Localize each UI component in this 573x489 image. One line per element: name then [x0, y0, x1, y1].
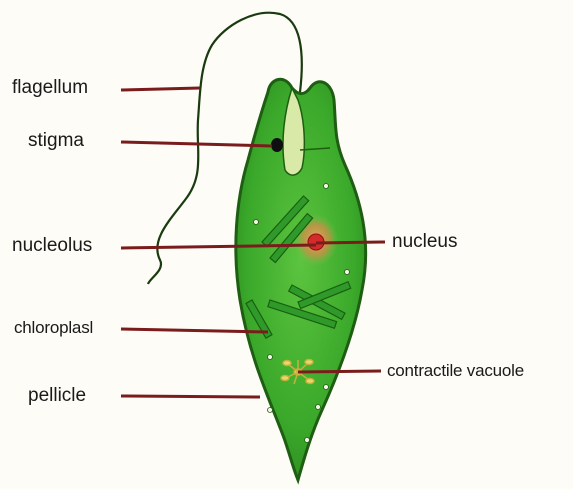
label-nucleolus: nucleolus — [12, 236, 92, 255]
leader-pellicle — [121, 396, 260, 397]
leader-stigma — [121, 142, 272, 146]
stigma-eyespot — [271, 138, 283, 152]
label-pellicle: pellicle — [28, 386, 86, 405]
leader-flagellum — [121, 88, 200, 90]
label-chloroplast: chloroplasl — [14, 319, 93, 336]
leader-contractile-vacuole — [298, 371, 381, 372]
label-flagellum: flagellum — [12, 78, 88, 97]
label-nucleus: nucleus — [392, 232, 458, 251]
label-contractile-vacuole: contractile vacuole — [387, 362, 524, 379]
leader-nucleus — [316, 242, 385, 243]
label-stigma: stigma — [28, 131, 84, 150]
